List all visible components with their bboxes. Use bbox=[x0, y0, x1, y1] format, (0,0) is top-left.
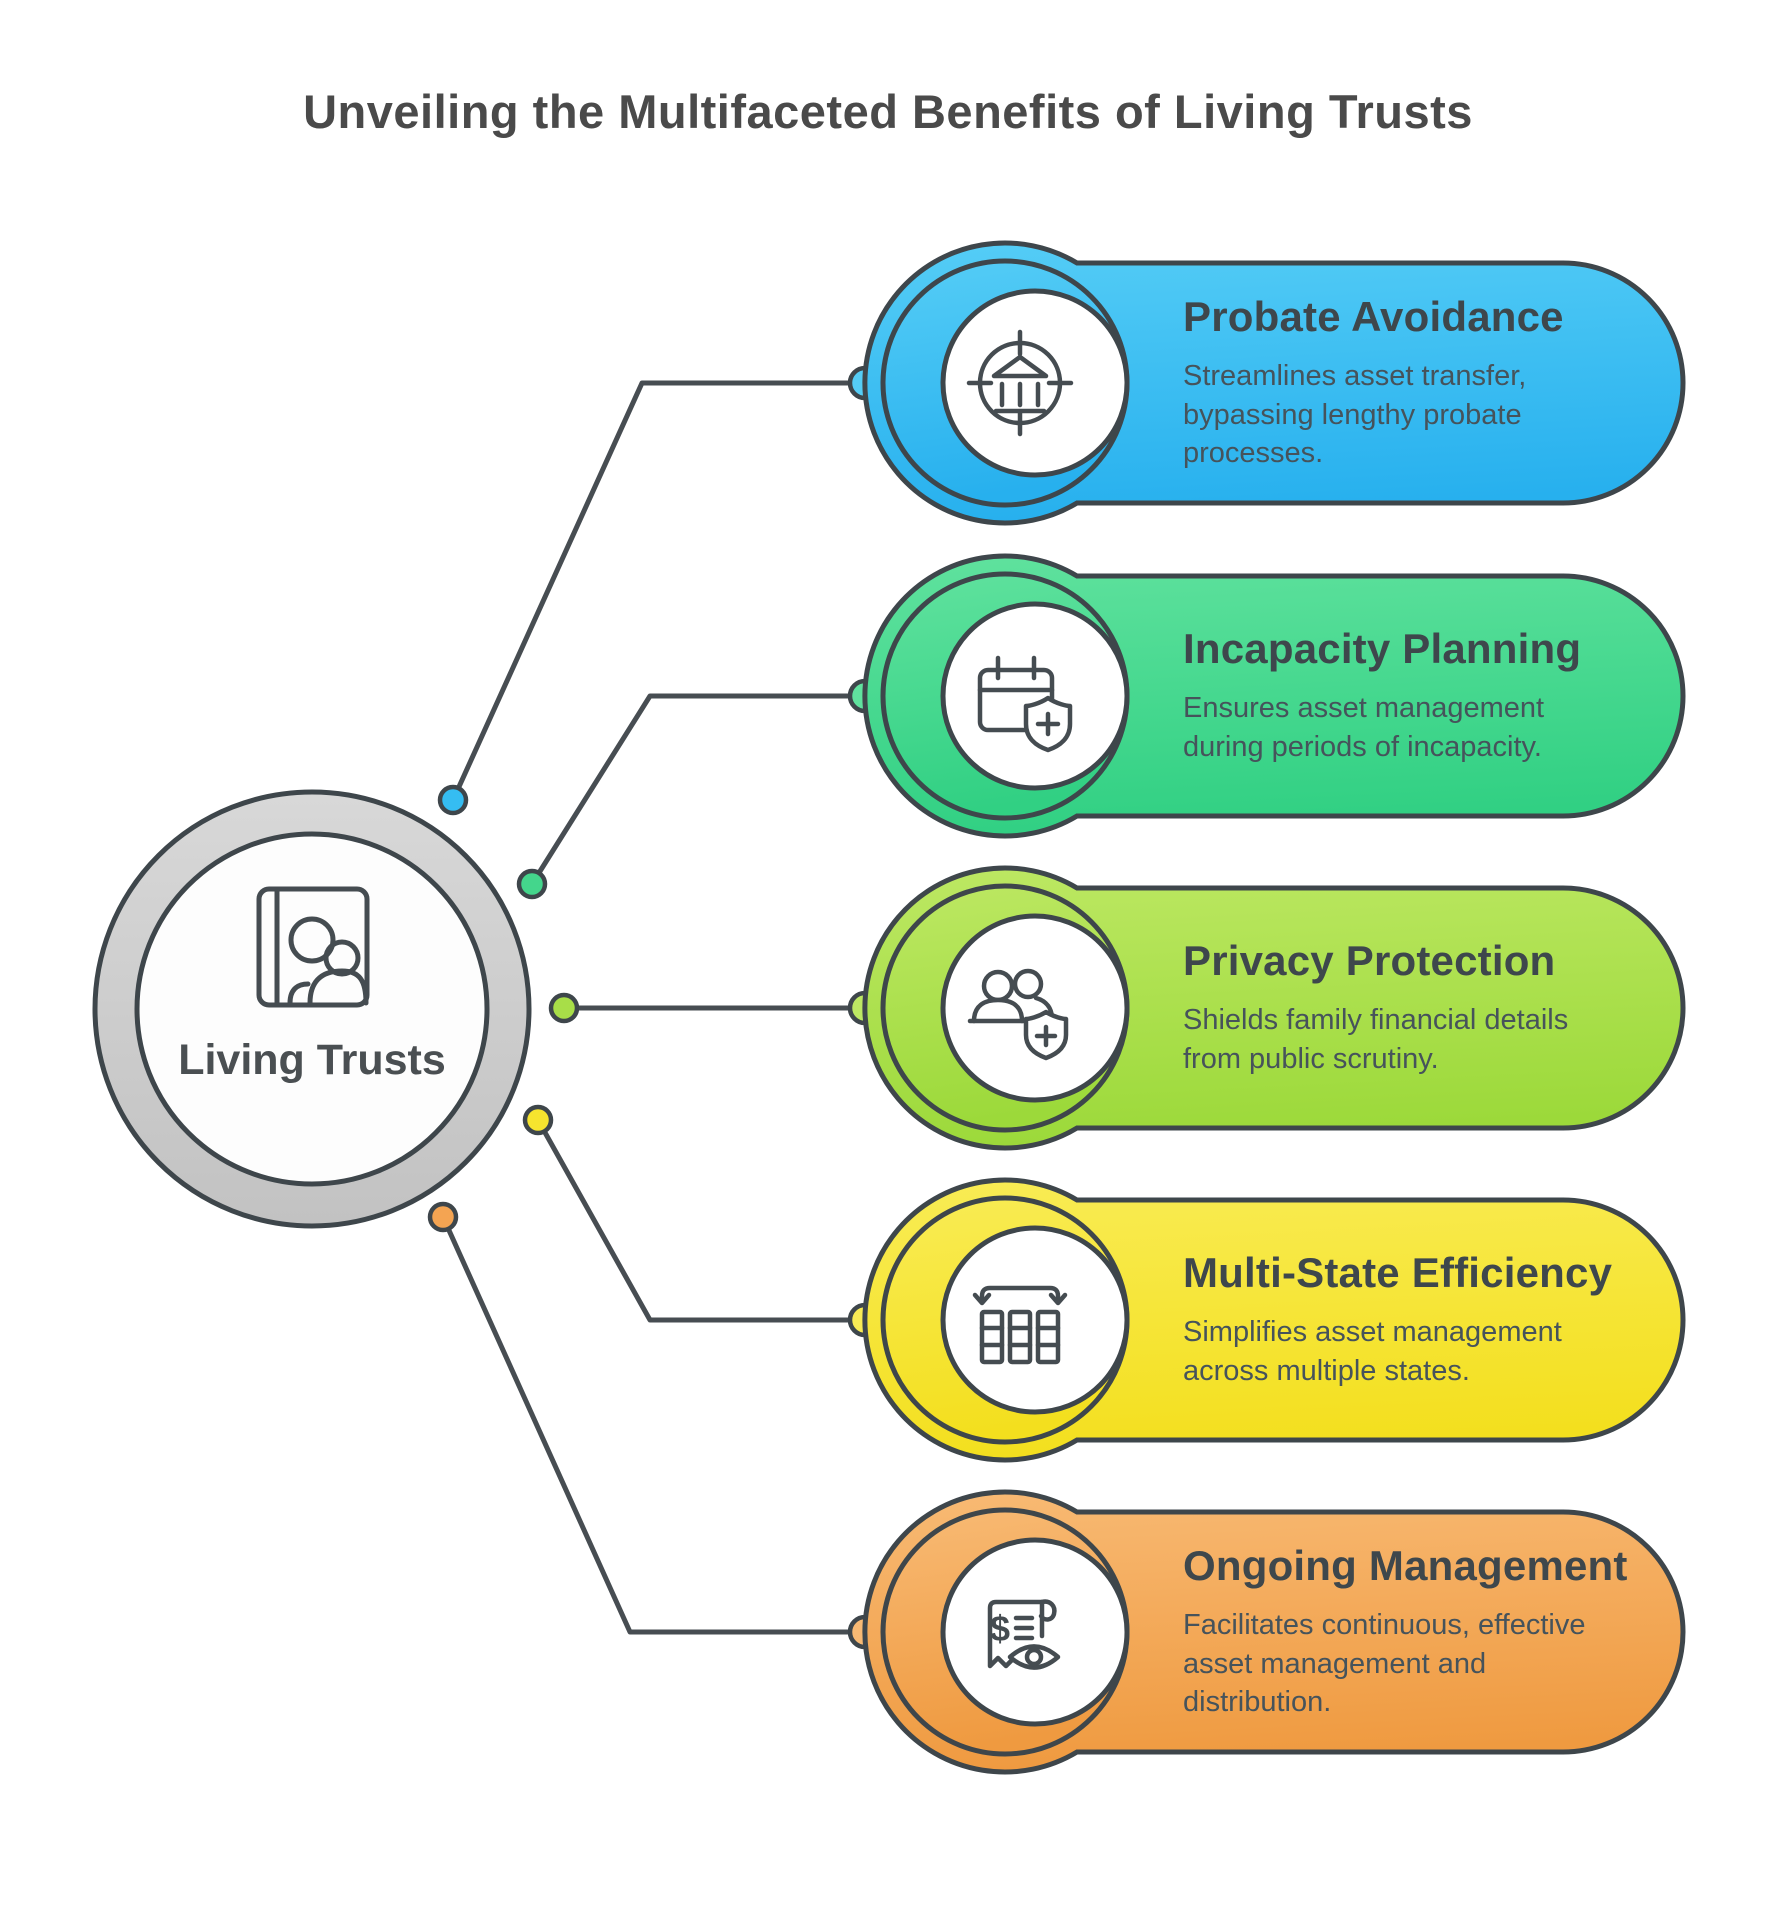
people-shield-icon bbox=[967, 968, 1069, 1061]
center-label: Living Trusts bbox=[178, 1036, 446, 1084]
card-multistate-title: Multi-State Efficiency bbox=[1183, 1249, 1613, 1297]
card-privacy-badge-disc bbox=[940, 913, 1130, 1103]
svg-text:$: $ bbox=[990, 1608, 1010, 1649]
card-probate-shape bbox=[862, 240, 1686, 526]
card-incapacity-shape bbox=[862, 553, 1686, 839]
page-title: Unveiling the Multifaceted Benefits of L… bbox=[303, 85, 1473, 138]
card-privacy-title: Privacy Protection bbox=[1183, 937, 1556, 985]
card-privacy-desc: Shields family financial details from pu… bbox=[1183, 1004, 1569, 1075]
connector-line-incapacity bbox=[529, 693, 868, 887]
dot-center-multistate bbox=[522, 1104, 554, 1136]
card-ongoing-title: Ongoing Management bbox=[1183, 1542, 1628, 1590]
card-probate-desc: Streamlines asset transfer, bypassing le… bbox=[1183, 360, 1527, 470]
dot-center-incapacity bbox=[516, 868, 548, 900]
card-multistate-text: Multi-State Efficiency Simplifies asset … bbox=[1183, 1200, 1613, 1440]
center-disc bbox=[134, 831, 490, 1187]
card-incapacity-desc: Ensures asset management during periods … bbox=[1183, 692, 1545, 763]
columns-transfer-icon bbox=[972, 1285, 1068, 1365]
card-ongoing-badge-disc bbox=[940, 1537, 1130, 1727]
card-ongoing-text: Ongoing Management Facilitates continuou… bbox=[1183, 1512, 1628, 1752]
dot-center-probate bbox=[437, 784, 469, 816]
card-ongoing-shape bbox=[862, 1489, 1686, 1775]
center-circle bbox=[92, 789, 532, 1229]
card-incapacity-text: Incapacity Planning Ensures asset manage… bbox=[1183, 576, 1613, 816]
receipt-review-icon: $ bbox=[987, 1599, 1061, 1670]
card-multistate-desc: Simplifies asset management across multi… bbox=[1183, 1316, 1562, 1387]
card-probate-text: Probate Avoidance Streamlines asset tran… bbox=[1183, 263, 1613, 503]
connector-line-probate bbox=[450, 380, 868, 803]
connector-line-multistate bbox=[535, 1117, 868, 1323]
connector-line-ongoing bbox=[440, 1214, 868, 1635]
dot-center-privacy bbox=[548, 992, 580, 1024]
bank-target-icon bbox=[966, 329, 1074, 437]
card-incapacity-title: Incapacity Planning bbox=[1183, 625, 1582, 673]
card-ongoing-desc: Facilitates continuous, effective asset … bbox=[1183, 1609, 1586, 1719]
calendar-shield-icon bbox=[977, 655, 1073, 753]
family-album-icon bbox=[256, 886, 370, 1008]
card-multistate-shape bbox=[862, 1177, 1686, 1463]
card-incapacity-badge-disc bbox=[940, 601, 1130, 791]
card-probate-badge-disc bbox=[940, 288, 1130, 478]
card-privacy-text: Privacy Protection Shields family financ… bbox=[1183, 888, 1613, 1128]
card-multistate-badge-disc bbox=[940, 1225, 1130, 1415]
card-probate-title: Probate Avoidance bbox=[1183, 293, 1564, 341]
connector-lines bbox=[440, 380, 868, 1635]
dot-center-ongoing bbox=[427, 1201, 459, 1233]
